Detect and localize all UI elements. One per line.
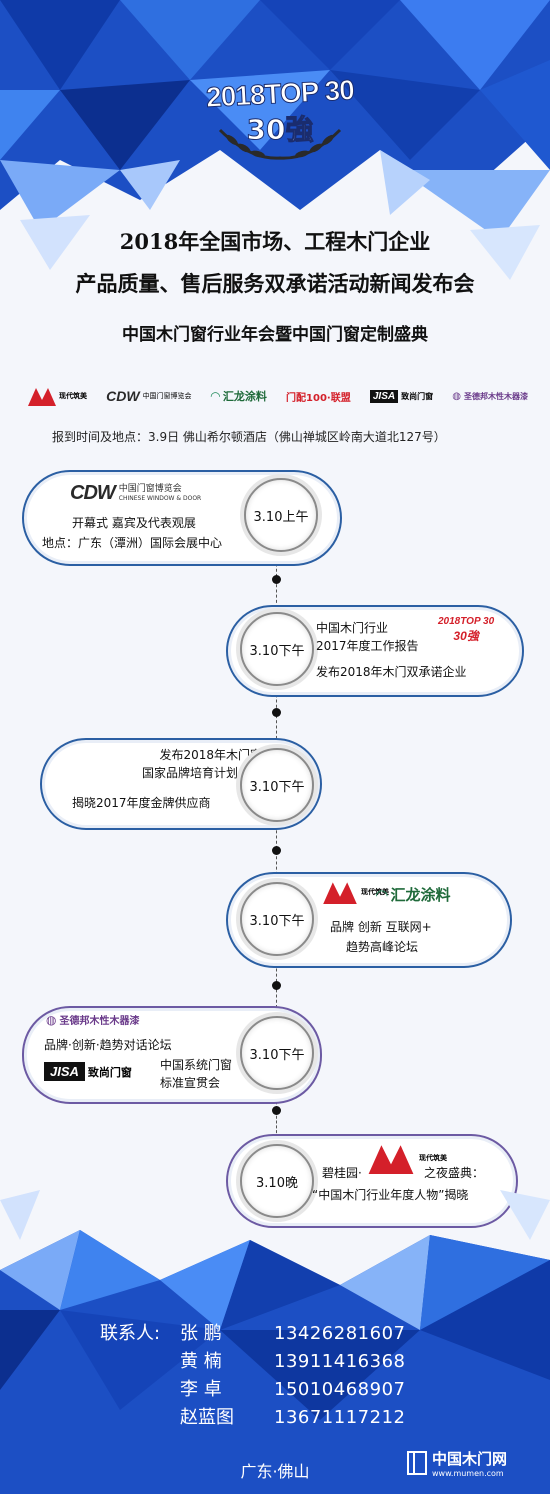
shengde-text: 圣德邦木性木器漆 [59,1016,140,1027]
event2-time: 3.10下午 [240,612,314,686]
mumen-logo-icon [407,1451,427,1475]
xiandai-mark-icon [28,388,56,406]
jisa-text: 致尚门窗 [401,391,434,401]
xiandai-logo-event6: 现代筑美 [366,1142,447,1174]
timeline-dot [272,708,281,717]
timeline-dot [272,846,281,855]
event3-line1: 发布2018年木门窗 [159,748,262,762]
event2-line1: 中国木门行业 [316,621,389,635]
event3-time: 3.10下午 [240,748,314,822]
timeline-dot [272,1106,281,1115]
xiandai-text: 现代筑美 [361,888,389,896]
cdw-text: 中国门窗博览会 [142,392,192,400]
huilong-mark-icon: ◠ [210,389,220,403]
jisa-text: 致尚门窗 [87,1065,132,1079]
cdw-text: 中国门窗博览会 [118,483,182,494]
huilong-mark-icon: ◠ [376,885,388,904]
contact-name: 李 卓 [180,1379,222,1400]
mini-badge-line1: 2018TOP 30 [438,616,495,627]
xiandai-mark-icon [368,1145,414,1174]
site-name: 中国木门网 [432,1450,508,1468]
contact-name: 张 鹏 [180,1323,222,1344]
shengde-logo-event: ◍ 圣德邦木性木器漆 [46,1012,140,1028]
contact-phone: 13426281607 [274,1323,406,1344]
contact-list: 联系人: 张 鹏 13426281607 黄 楠 13911416368 李 卓… [100,1320,405,1432]
event2-line2: 2017年度工作报告 [316,639,419,653]
contact-row: 联系人: 张 鹏 13426281607 [100,1320,405,1348]
event3-line2: 国家品牌培育计划单位 [141,766,262,780]
contact-name: 赵蓝图 [180,1407,234,1428]
timeline-dot [272,981,281,990]
event4-line2: 趋势高峰论坛 [346,940,419,954]
event4-line1: 品牌 创新 互联网+ [330,920,432,934]
shengde-mark-icon: ◍ [452,390,461,402]
subtitle: 中国木门窗行业年会暨中国门窗定制盛典 [122,325,428,345]
jisa-mark: JISA [369,389,399,403]
event6-line3: “中国木门行业年度人物”揭晓 [312,1188,469,1202]
xiandai-text: 现代筑美 [59,392,87,400]
xiandai-text: 现代筑美 [419,1154,447,1162]
location: 广东·佛山 [240,1462,310,1481]
laurel-icon [218,128,342,160]
shengde-logo: ◍ 圣德邦木性木器漆 [452,391,528,402]
contact-row: 李 卓 15010468907 [100,1376,405,1404]
jisa-logo: JISA 致尚门窗 [369,389,434,403]
cdw-mark: CDW [70,482,116,504]
cdw-logo: CDW 中国门窗博览会 [106,388,191,404]
contact-phone: 13671117212 [274,1407,406,1428]
sponsor-logos: 现代筑美 CDW 中国门窗博览会 ◠ 汇龙涂料 门配100·联盟 JISA 致尚… [28,381,528,411]
contact-name: 黄 楠 [180,1351,222,1372]
checkin-info: 报到时间及地点：3.9日 佛山希尔顿酒店（佛山禅城区岭南大道北127号） [52,430,446,444]
huilong-logo-event: ◠ 汇龙涂料 [376,884,451,905]
event6-line2: 之夜盛典： [424,1166,485,1180]
contact-row: 赵蓝图 13671117212 [100,1404,405,1432]
xiandai-mark-icon [323,882,357,904]
menpei-text: 门配100·联盟 [286,392,351,404]
cdw-en-text: CHINESE WINDOW & DOOR [118,494,202,502]
bottom-polygon-background [0,1190,550,1494]
event5-time: 3.10下午 [240,1016,314,1090]
event1-time: 3.10上午 [244,478,318,552]
huilong-text: 汇龙涂料 [390,886,451,904]
top-polygon-background [0,0,550,330]
event2-line3: 发布2018年木门双承诺企业 [316,665,467,679]
top30-badge: 2018TOP 30 30強 [180,60,380,170]
event1-line2: 地点：广东（潭洲）国际会展中心 [42,536,223,550]
event6-line1: 碧桂园· [322,1166,362,1180]
title-line2: 产品质量、售后服务双承诺活动新闻发布会 [75,271,475,296]
xiandai-logo: 现代筑美 [28,386,87,406]
menpei-logo: 门配100·联盟 [286,389,351,404]
site-watermark: 中国木门网 www.mumen.com [406,1448,507,1478]
contact-row: 黄 楠 13911416368 [100,1348,405,1376]
event5-line1: 品牌·创新·趋势对话论坛 [44,1038,172,1052]
top30-mini-badge: 2018TOP 30 30強 [438,616,494,644]
timeline-dot [272,575,281,584]
site-url: www.mumen.com [432,1469,504,1478]
event3-line3: 揭晓2017年度金牌供应商 [72,796,211,810]
event5-line2: 中国系统门窗 [160,1058,233,1072]
jisa-logo-event: JISA 致尚门窗 [44,1062,132,1081]
huilong-text: 汇龙涂料 [222,390,267,403]
jisa-mark: JISA [44,1062,85,1081]
cdw-mark: CDW [106,388,140,404]
mini-badge-line2: 30強 [453,629,479,643]
xiandai-logo-event: 现代筑美 [322,880,389,904]
event5-line3: 标准宣贯会 [160,1076,221,1090]
huilong-logo: ◠ 汇龙涂料 [211,388,267,404]
contacts-label: 联系人: [100,1323,161,1344]
contact-phone: 13911416368 [274,1351,406,1372]
event1-line1: 开幕式 嘉宾及代表观展 [72,516,196,530]
event4-time: 3.10下午 [240,882,314,956]
shengde-text: 圣德邦木性木器漆 [463,391,528,401]
shengde-mark-icon: ◍ [46,1012,57,1027]
contact-phone: 15010468907 [274,1379,406,1400]
badge-line2: 30強 [246,113,314,147]
event6-time: 3.10晚 [240,1144,314,1218]
title-line1: 2018年全国市场、工程木门企业 [119,229,431,254]
